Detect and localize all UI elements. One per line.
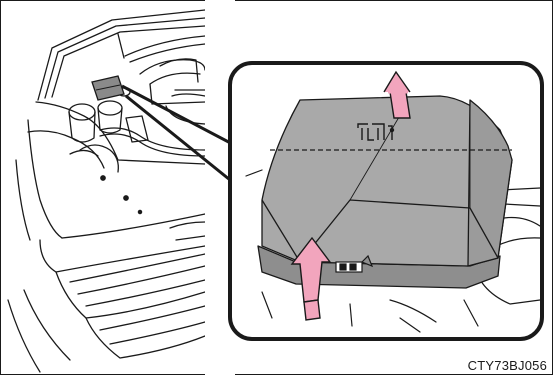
figure-code-label: CTY73BJ056 [468,358,547,373]
engine-bay-icon [8,10,205,372]
fuse-box-location-marker [92,76,124,100]
